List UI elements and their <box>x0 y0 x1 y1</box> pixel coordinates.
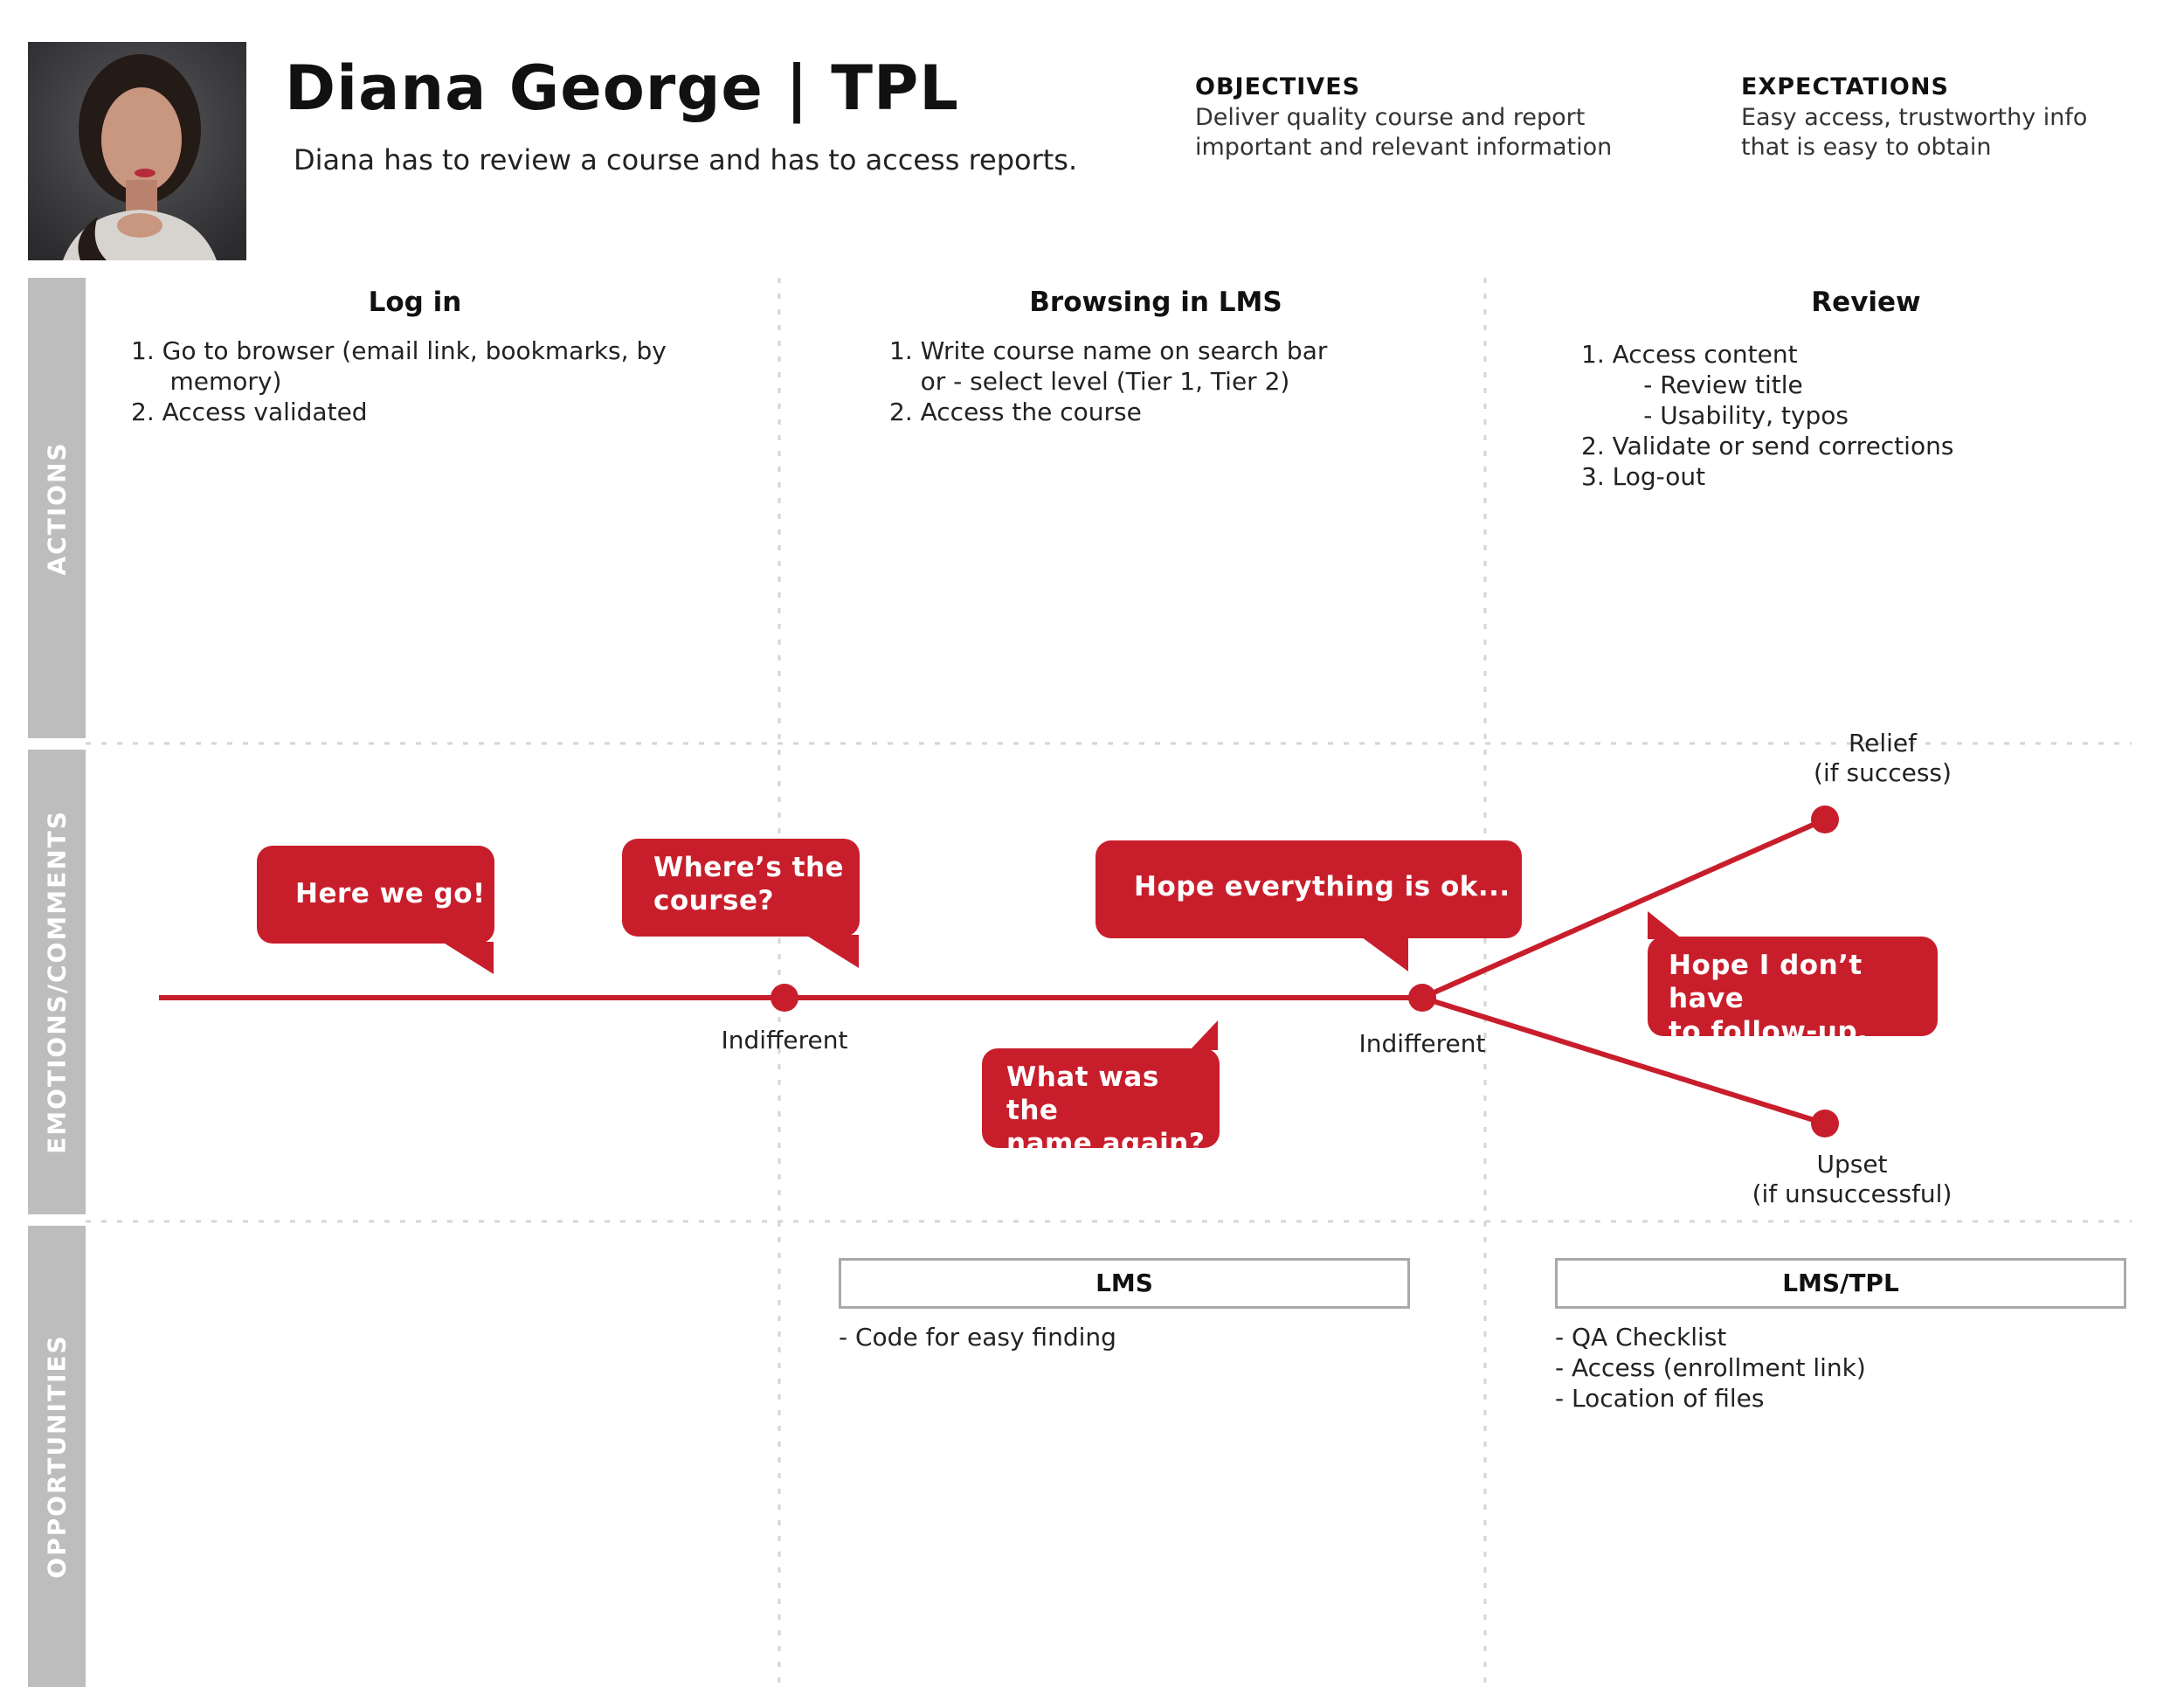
opportunity-item: - QA Checklist <box>1555 1323 1727 1352</box>
action-item: 1. Write course name on search bar <box>889 336 1328 365</box>
action-item: or - select level (Tier 1, Tier 2) <box>889 367 1290 396</box>
bubble-tail-4 <box>1190 1020 1218 1050</box>
emotion-label-line: Upset <box>1816 1150 1888 1179</box>
actions-review: 1. Access content - Review title - Usabi… <box>1581 339 1953 492</box>
row-label-emotions: EMOTIONS/COMMENTS <box>42 810 72 1154</box>
opportunity-item: - Code for easy finding <box>839 1323 1116 1352</box>
expectations-label: EXPECTATIONS <box>1741 73 1949 100</box>
emotion-point-indifferent-2 <box>1408 984 1436 1012</box>
opportunity-list-lms: - Code for easy finding <box>839 1322 1116 1352</box>
action-item: - Usability, typos <box>1581 401 1849 430</box>
action-item: 2. Access validated <box>131 398 368 426</box>
opportunity-box-lms-tpl: LMS/TPL <box>1555 1258 2126 1309</box>
expectations-line: that is easy to obtain <box>1741 134 1992 161</box>
opportunity-list-lms-tpl: - QA Checklist - Access (enrollment link… <box>1555 1322 1866 1414</box>
comment-bubble-follow-up: Hope I don’t have to follow-up. <box>1648 937 1938 1047</box>
objectives-text: Deliver quality course and report import… <box>1195 103 1612 162</box>
persona-avatar-icon <box>28 42 246 260</box>
emotion-label-line: (if unsuccessful) <box>1752 1179 1952 1208</box>
bubble-tail-5 <box>1648 911 1683 939</box>
bubble-tail-2 <box>805 935 859 968</box>
stage-title-browsing: Browsing in LMS <box>1029 287 1282 318</box>
expectations-line: Easy access, trustworthy info <box>1741 104 2088 131</box>
expectations-text: Easy access, trustworthy info that is ea… <box>1741 103 2087 162</box>
bubble-tail-1 <box>442 942 494 974</box>
emotion-line-upset <box>1421 995 1826 1126</box>
comment-text: What was the <box>1006 1061 1159 1126</box>
action-item: - Review title <box>1581 370 1803 399</box>
action-item: 1. Access content <box>1581 340 1798 369</box>
row-band-actions: ACTIONS <box>28 278 86 738</box>
comment-bubble-name-again: What was the name again? <box>982 1048 1220 1159</box>
emotion-point-relief <box>1811 805 1839 833</box>
actions-login: 1. Go to browser (email link, bookmarks,… <box>131 335 667 427</box>
comment-text: Hope everything is ok... <box>1134 871 1510 902</box>
emotion-label-relief: Relief (if success) <box>1782 729 1983 788</box>
emotion-label-indifferent-1: Indifferent <box>721 1026 848 1054</box>
row-band-emotions: EMOTIONS/COMMENTS <box>28 750 86 1214</box>
comment-text: Here we go! <box>295 878 486 909</box>
stage-title-login: Log in <box>368 287 462 318</box>
emotion-point-upset <box>1811 1110 1839 1137</box>
objectives-line: Deliver quality course and report <box>1195 104 1586 131</box>
comment-bubble-here-we-go: Here we go! <box>257 846 494 944</box>
objectives-line: important and relevant information <box>1195 134 1613 161</box>
action-item: 2. Validate or send corrections <box>1581 432 1954 460</box>
row-label-opportunities: OPPORTUNITIES <box>42 1334 72 1579</box>
comment-bubble-hope-everything-ok: Hope everything is ok... <box>1095 840 1522 938</box>
action-item: memory) <box>131 367 282 396</box>
action-item: 3. Log-out <box>1581 462 1706 491</box>
emotion-line-relief <box>1420 817 1827 1000</box>
emotion-label-indifferent-2: Indifferent <box>1358 1029 1486 1058</box>
actions-browsing: 1. Write course name on search bar or - … <box>889 335 1327 427</box>
action-item: 1. Go to browser (email link, bookmarks,… <box>131 336 667 365</box>
comment-bubble-wheres-the-course: Where’s the course? <box>622 839 860 937</box>
action-item: 2. Access the course <box>889 398 1142 426</box>
emotion-label-line: Relief <box>1848 729 1918 757</box>
persona-title: Diana George | TPL <box>285 52 959 124</box>
persona-subtitle: Diana has to review a course and has to … <box>294 143 1078 176</box>
comment-text: Where’s the <box>653 852 845 883</box>
opportunity-item: - Location of files <box>1555 1384 1765 1413</box>
stage-title-review: Review <box>1811 287 1921 318</box>
persona-photo <box>28 42 246 260</box>
row-band-opportunities: OPPORTUNITIES <box>28 1226 86 1687</box>
objectives-label: OBJECTIVES <box>1195 73 1361 100</box>
row-label-actions: ACTIONS <box>42 440 72 576</box>
opportunity-box-lms: LMS <box>839 1258 1410 1309</box>
emotion-label-line: (if success) <box>1814 758 1952 787</box>
emotion-label-upset: Upset (if unsuccessful) <box>1738 1150 1966 1209</box>
comment-text: to follow-up. <box>1669 1016 1869 1047</box>
comment-text: Hope I don’t have <box>1669 950 1863 1014</box>
comment-text: course? <box>653 885 774 916</box>
comment-text: name again? <box>1006 1128 1206 1159</box>
bubble-tail-3 <box>1358 935 1408 971</box>
opportunity-item: - Access (enrollment link) <box>1555 1353 1866 1382</box>
emotion-point-indifferent-1 <box>771 984 798 1012</box>
